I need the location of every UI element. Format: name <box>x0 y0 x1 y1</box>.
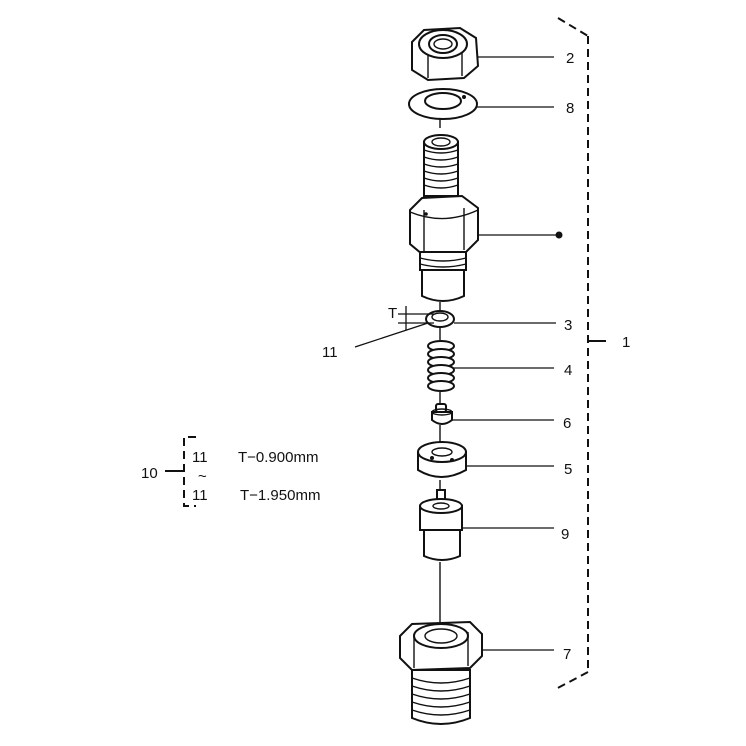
part-8-washer <box>408 88 478 120</box>
callout-4: 4 <box>564 362 572 379</box>
callout-1: 1 <box>622 334 630 351</box>
assembly-bracket <box>553 17 606 691</box>
shim-range-bracket <box>165 436 196 507</box>
callout-10: 10 <box>141 465 158 482</box>
shim-first-part: 11 <box>192 449 208 466</box>
callout-8: 8 <box>566 100 574 117</box>
shim-last-part: 11 <box>192 487 208 504</box>
shim-range-symbol: ~ <box>198 468 207 485</box>
shim-last-thickness: T−1.950mm <box>240 487 320 504</box>
callout-9: 9 <box>561 526 569 543</box>
part-6-spindle <box>431 403 453 425</box>
shim-first-thickness: T−0.900mm <box>238 449 318 466</box>
part-1-nozzle-holder-body <box>409 134 479 302</box>
part-2-hex-nut <box>411 26 480 82</box>
part-7-retaining-nut <box>399 620 483 725</box>
t-label: T <box>388 305 397 322</box>
callout-6: 6 <box>563 415 571 432</box>
leader-line-11 <box>354 322 429 348</box>
part-4-spring <box>427 340 455 392</box>
part-9-nozzle <box>419 489 463 561</box>
callout-11: 11 <box>322 344 338 361</box>
callout-5: 5 <box>564 461 572 478</box>
leader-dot <box>555 231 563 239</box>
callout-7: 7 <box>563 646 571 663</box>
callout-2: 2 <box>566 50 574 67</box>
callout-3: 3 <box>564 317 572 334</box>
part-5-spacer <box>417 441 467 478</box>
